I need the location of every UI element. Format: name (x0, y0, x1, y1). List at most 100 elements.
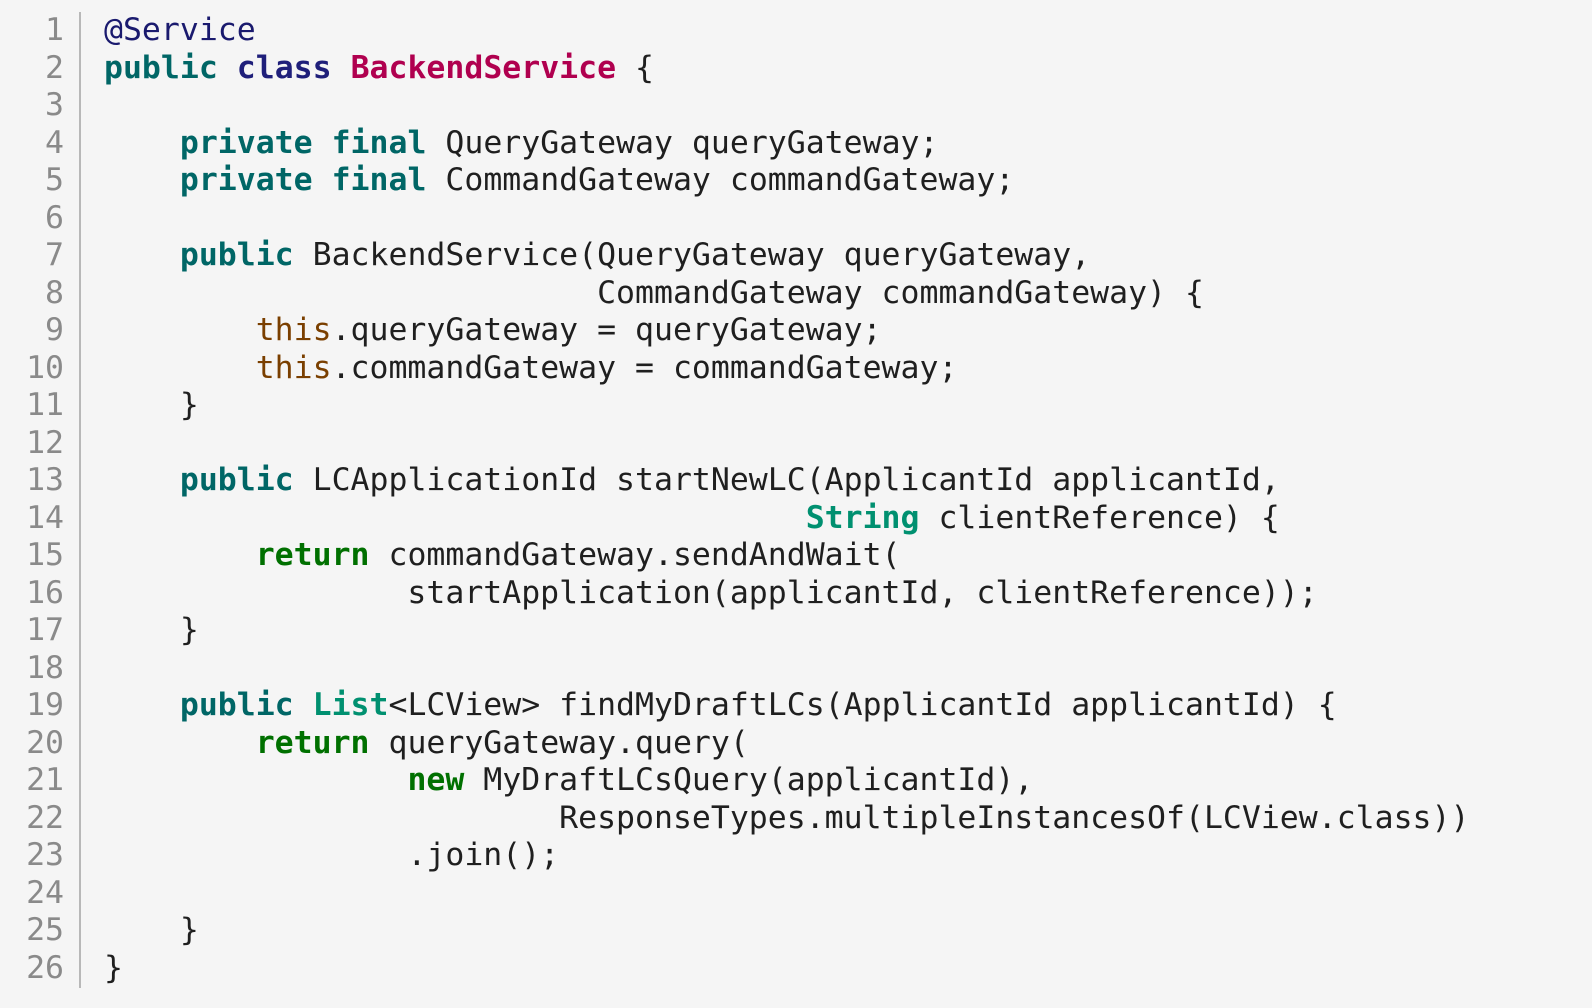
code-token (104, 237, 180, 273)
code-line[interactable]: 15 return commandGateway.sendAndWait( (0, 537, 1592, 575)
code-line[interactable]: 21 new MyDraftLCsQuery(applicantId), (0, 762, 1592, 800)
code-line[interactable]: 18 (0, 650, 1592, 688)
code-token: .queryGateway = queryGateway; (331, 312, 882, 348)
code-text: this.queryGateway = queryGateway; (104, 312, 882, 350)
code-token: return (255, 537, 370, 573)
code-text: new MyDraftLCsQuery(applicantId), (104, 762, 1033, 800)
code-token: String (805, 499, 920, 536)
code-text: @Service (104, 12, 256, 50)
line-number: 3 (45, 87, 64, 123)
code-token: class (236, 49, 332, 86)
line-number: 23 (26, 837, 64, 873)
code-token: List (312, 687, 389, 723)
code-token: commandGateway.sendAndWait( (369, 537, 901, 573)
code-text: return commandGateway.sendAndWait( (104, 537, 901, 575)
line-number: 12 (26, 424, 64, 461)
code-line[interactable]: 10 this.commandGateway = commandGateway; (0, 350, 1592, 388)
code-text: ResponseTypes.multipleInstancesOf(LCView… (104, 800, 1469, 838)
code-line[interactable]: 9 this.queryGateway = queryGateway; (0, 312, 1592, 350)
code-line[interactable]: 13 public LCApplicationId startNewLC(App… (0, 462, 1592, 500)
line-number: 21 (26, 762, 64, 798)
code-text: .join(); (104, 837, 559, 875)
code-token (104, 725, 256, 761)
line-number: 6 (45, 199, 64, 236)
code-token: ResponseTypes.multipleInstancesOf(LCView… (104, 799, 1470, 836)
code-line[interactable]: 25 } (0, 912, 1592, 950)
code-token: MyDraftLCsQuery(applicantId), (464, 762, 1034, 798)
code-line[interactable]: 11 } (0, 387, 1592, 425)
code-token: final (331, 124, 427, 161)
code-line[interactable]: 1@Service (0, 12, 1592, 50)
code-token (104, 462, 180, 498)
code-token: } (104, 912, 199, 948)
code-text: CommandGateway commandGateway) { (104, 275, 1204, 313)
code-line[interactable]: 3 (0, 87, 1592, 125)
line-number: 19 (26, 687, 64, 723)
code-token: final (331, 162, 427, 198)
code-token: public (179, 237, 294, 273)
code-token (104, 162, 180, 198)
code-token: LCApplicationId startNewLC(ApplicantId a… (293, 462, 1280, 498)
code-text: } (104, 612, 199, 650)
code-token: startApplication(applicantId, clientRefe… (104, 574, 1318, 611)
code-token: .commandGateway = commandGateway; (331, 349, 958, 386)
code-text: } (104, 912, 199, 950)
code-token: this (255, 312, 332, 348)
code-token (104, 350, 256, 386)
code-line[interactable]: 8 CommandGateway commandGateway) { (0, 275, 1592, 313)
code-line[interactable]: 12 (0, 425, 1592, 463)
code-line[interactable]: 16 startApplication(applicantId, clientR… (0, 575, 1592, 613)
line-number: 26 (26, 949, 64, 986)
line-number: 22 (26, 799, 64, 836)
gutter-divider (79, 12, 81, 988)
code-line[interactable]: 17 } (0, 612, 1592, 650)
code-line[interactable]: 6 (0, 200, 1592, 238)
code-line[interactable]: 22 ResponseTypes.multipleInstancesOf(LCV… (0, 800, 1592, 838)
line-number: 11 (26, 387, 64, 423)
code-token (313, 125, 332, 161)
code-line[interactable]: 26} (0, 950, 1592, 988)
line-number: 10 (26, 349, 64, 386)
code-line[interactable]: 24 (0, 875, 1592, 913)
code-text: } (104, 387, 199, 425)
code-token: CommandGateway commandGateway; (426, 162, 1015, 198)
code-token: clientReference) { (919, 499, 1280, 536)
code-token: { (616, 49, 655, 86)
code-line[interactable]: 4 private final QueryGateway queryGatewa… (0, 125, 1592, 163)
code-token (218, 50, 237, 86)
line-number: 24 (26, 874, 64, 911)
code-line[interactable]: 19 public List<LCView> findMyDraftLCs(Ap… (0, 687, 1592, 725)
line-number: 13 (26, 462, 64, 498)
code-token: return (255, 724, 370, 761)
code-text: public LCApplicationId startNewLC(Applic… (104, 462, 1280, 500)
code-line[interactable]: 5 private final CommandGateway commandGa… (0, 162, 1592, 200)
code-token (104, 500, 806, 536)
code-token (332, 50, 351, 86)
code-token (313, 162, 332, 198)
code-text: this.commandGateway = commandGateway; (104, 349, 958, 388)
code-token: } (104, 949, 123, 986)
code-line[interactable]: 23 .join(); (0, 837, 1592, 875)
line-number: 5 (45, 162, 64, 198)
code-line[interactable]: 20 return queryGateway.query( (0, 725, 1592, 763)
code-token: new (407, 762, 465, 798)
code-token: QueryGateway queryGateway; (426, 124, 939, 161)
code-token: BackendService (350, 49, 617, 86)
code-text: } (104, 950, 123, 988)
code-text: public BackendService(QueryGateway query… (104, 237, 1090, 275)
line-number: 17 (26, 612, 64, 648)
code-line[interactable]: 14 String clientReference) { (0, 500, 1592, 538)
line-number: 4 (45, 124, 64, 161)
code-text: return queryGateway.query( (104, 725, 749, 763)
code-text: private final CommandGateway commandGate… (104, 162, 1014, 200)
code-token (104, 312, 256, 348)
line-number: 16 (26, 574, 64, 611)
code-token: CommandGateway commandGateway) { (104, 274, 1204, 311)
code-line[interactable]: 7 public BackendService(QueryGateway que… (0, 237, 1592, 275)
code-token (294, 687, 313, 723)
line-number: 14 (26, 499, 64, 536)
code-token: <LCView> findMyDraftLCs(ApplicantId appl… (388, 687, 1337, 723)
code-token: } (104, 612, 199, 648)
